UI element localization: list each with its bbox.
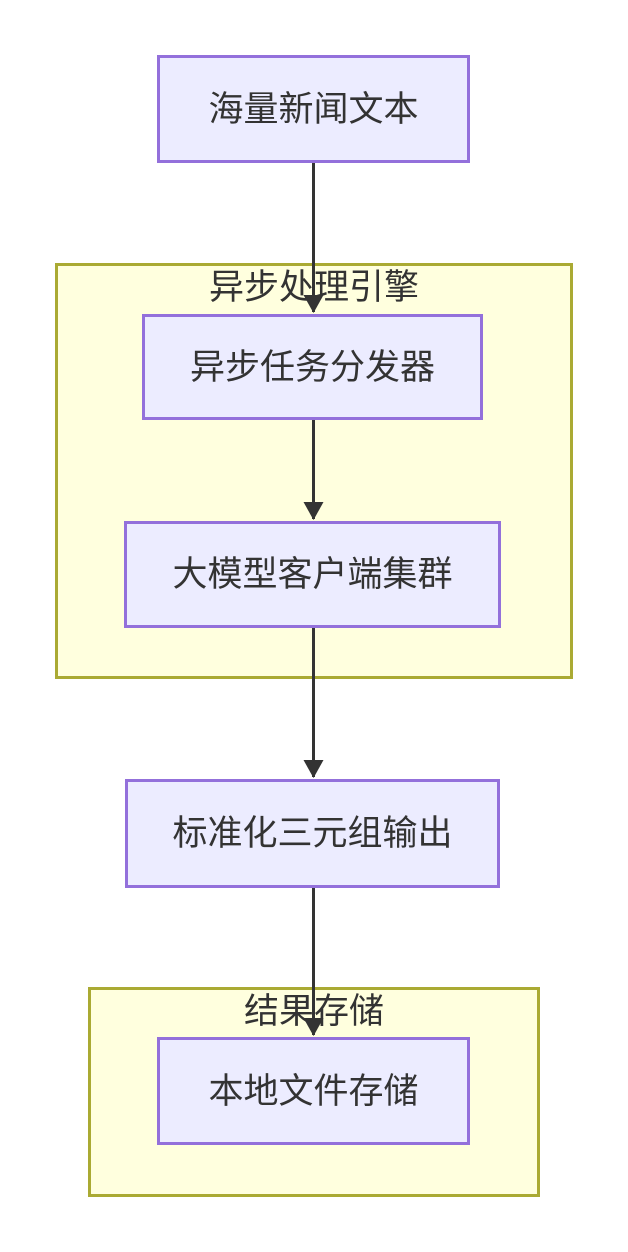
node-news-text: 海量新闻文本 xyxy=(157,55,470,163)
cluster-async-engine-title: 异步处理引擎 xyxy=(208,268,419,307)
node-task-dispatcher: 异步任务分发器 xyxy=(142,314,483,420)
node-local-file-storage: 本地文件存储 xyxy=(157,1037,470,1145)
node-llm-client-cluster: 大模型客户端集群 xyxy=(124,521,501,628)
cluster-result-storage-title: 结果存储 xyxy=(243,992,384,1031)
node-triple-output: 标准化三元组输出 xyxy=(125,779,500,888)
